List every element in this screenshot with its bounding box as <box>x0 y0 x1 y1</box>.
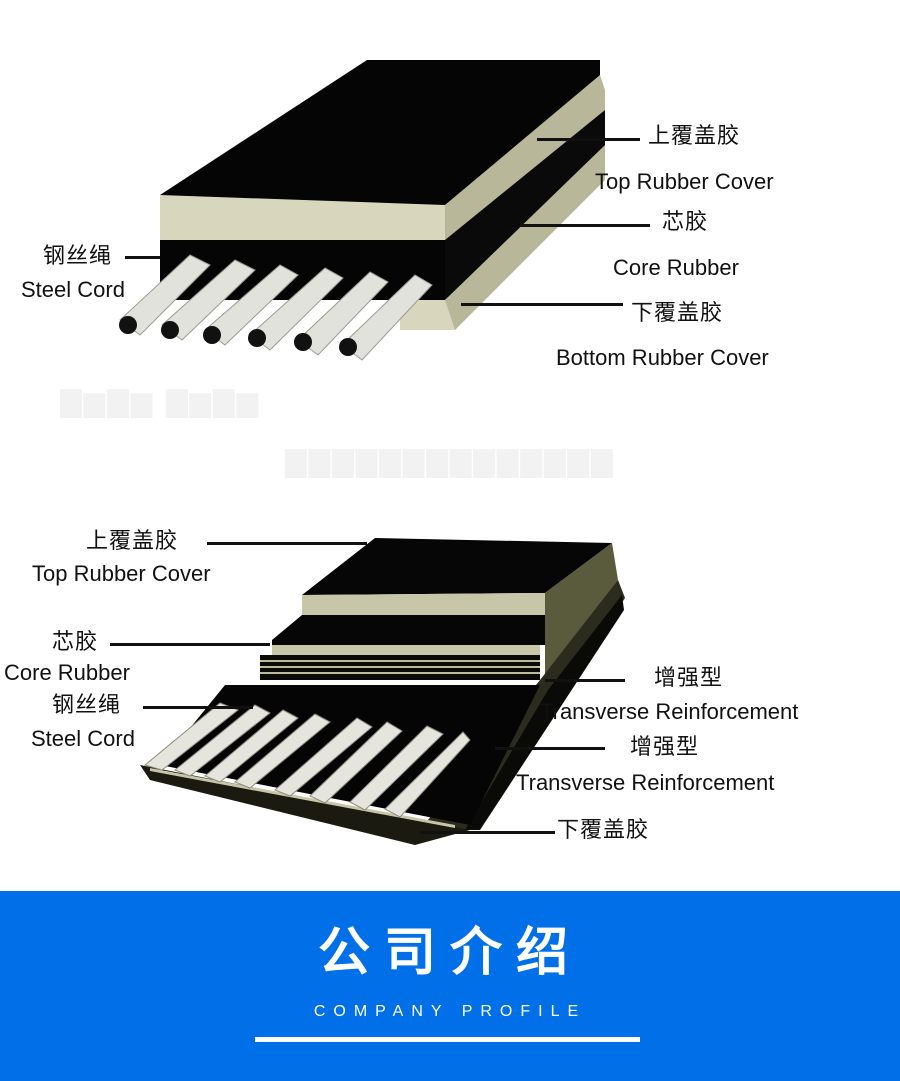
steel-cord-label-en: Steel Cord <box>31 726 135 751</box>
top-cover-label-zh: 上覆盖胶 <box>648 124 741 149</box>
core-rubber-label-zh: 芯胶 <box>52 630 99 655</box>
top-cover-label-zh: 上覆盖胶 <box>86 529 179 554</box>
steel-cord-label-zh: 钢丝绳 <box>52 693 122 718</box>
top-cover-label-en: Top Rubber Cover <box>32 561 211 586</box>
core-rubber-leader-line <box>110 643 270 646</box>
top-cover-leader-line <box>537 138 640 141</box>
core-rubber-label-en: Core Rubber <box>4 660 130 685</box>
bottom-cover-label-zh: 下覆盖胶 <box>557 818 650 843</box>
top-cover-label-en: Top Rubber Cover <box>595 169 774 194</box>
core-rubber-leader-line <box>520 224 650 227</box>
watermark-text: ▇▇▇▇▇▇▇▇▇▇▇▇▇▇ <box>285 445 615 478</box>
core-rubber-label-en: Core Rubber <box>613 255 739 280</box>
reinforcement-2-label-zh: 增强型 <box>630 735 700 760</box>
company-profile-banner: 公司介绍 COMPANY PROFILE <box>0 891 900 1081</box>
steel-cord-label-en: Steel Cord <box>21 277 125 302</box>
bottom-cover-label-zh: 下覆盖胶 <box>631 301 724 326</box>
belt-cross-section-illustration <box>119 60 605 361</box>
reinforcement-2-label-en: Transverse Reinforcement <box>516 770 775 795</box>
steel-cord-label-zh: 钢丝绳 <box>43 244 113 269</box>
steel-cord-belt-diagram: 钢丝绳 Steel Cord 上覆盖胶 Top Rubber Cover 芯胶 … <box>0 0 900 380</box>
banner-underline-divider <box>255 1037 640 1042</box>
reinforcement-1-label-en: Transverse Reinforcement <box>540 699 799 724</box>
steel-cord-leader-line <box>125 256 160 259</box>
belt-cross-section-illustration <box>140 538 625 845</box>
reinforcement-1-leader-line <box>545 679 625 682</box>
banner-subtitle: COMPANY PROFILE <box>313 1003 587 1020</box>
reinforcement-1-label-zh: 增强型 <box>654 666 724 691</box>
bottom-cover-label-en: Bottom Rubber Cover <box>556 345 769 370</box>
banner-title: 公司介绍 <box>317 923 582 983</box>
bottom-cover-leader-line <box>420 831 555 834</box>
steel-cord-leader-line <box>143 706 253 709</box>
top-cover-leader-line <box>207 542 367 545</box>
reinforcement-2-leader-line <box>495 747 605 750</box>
transverse-reinforced-belt-diagram: 上覆盖胶 Top Rubber Cover 芯胶 Core Rubber 钢丝绳… <box>0 520 900 880</box>
bottom-cover-leader-line <box>461 303 623 306</box>
core-rubber-label-zh: 芯胶 <box>662 210 709 235</box>
watermark-text: ▇▆▇▆ ▇▆▇▆ <box>60 385 261 418</box>
